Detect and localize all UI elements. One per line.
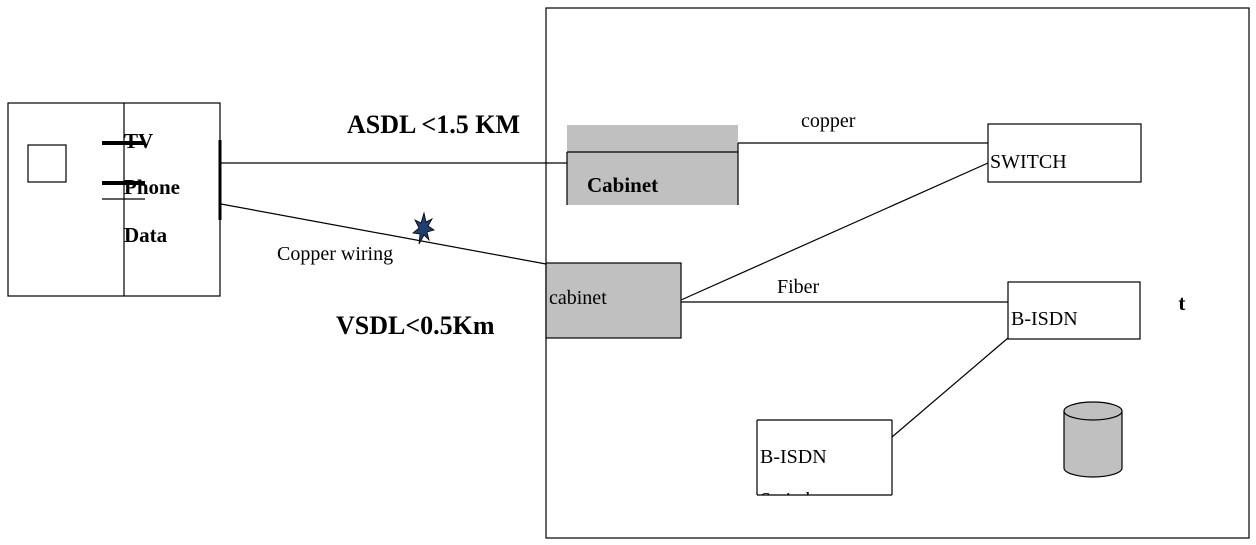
- cabinet-top-body: [567, 125, 738, 205]
- cabinet-top: Cabinet: [566, 125, 739, 205]
- bisdn-right-label: B-ISDN: [1011, 308, 1078, 330]
- bisdn-bottom-node: B-ISDN Switch: [756, 419, 893, 511]
- switch-node: SWITCH: [987, 123, 1142, 183]
- database-cylinder-icon: [1063, 401, 1123, 478]
- cabinet-switch-link: [680, 162, 989, 301]
- data-label: Data: [124, 223, 168, 247]
- switch-box: [987, 123, 1142, 183]
- fiber-label: Fiber: [777, 276, 820, 298]
- copper-wiring-label: Copper wiring: [277, 243, 393, 265]
- bisdn-bottom-label: B-ISDN: [760, 446, 827, 468]
- home-box: TV Phone Data: [7, 102, 222, 297]
- copper-label: copper: [801, 110, 856, 132]
- home-small-square: [27, 144, 67, 183]
- bisdn-link: [891, 337, 1009, 438]
- phone-label: Phone: [124, 175, 180, 199]
- splice-star-icon: [412, 211, 435, 245]
- bisdn-bottom-sublabel: Switch: [760, 489, 816, 511]
- asdl-label: ASDL <1.5 KM: [347, 110, 520, 139]
- tv-label: TV: [124, 129, 153, 153]
- bisdn-right-box: [1007, 281, 1141, 340]
- cabinet-top-label: Cabinet: [587, 173, 658, 197]
- cabinet-mid-body: [545, 262, 682, 339]
- cabinet-mid: cabinet: [545, 262, 682, 339]
- vsdl-label: VSDL<0.5Km: [336, 311, 495, 340]
- bisdn-right-node: B-ISDN: [1007, 281, 1141, 340]
- clipped-switch-label: vit: [1162, 291, 1185, 315]
- cabinet-mid-label: cabinet: [549, 287, 607, 309]
- switch-label: SWITCH: [990, 151, 1067, 173]
- vsdl-copper-line: [220, 203, 547, 265]
